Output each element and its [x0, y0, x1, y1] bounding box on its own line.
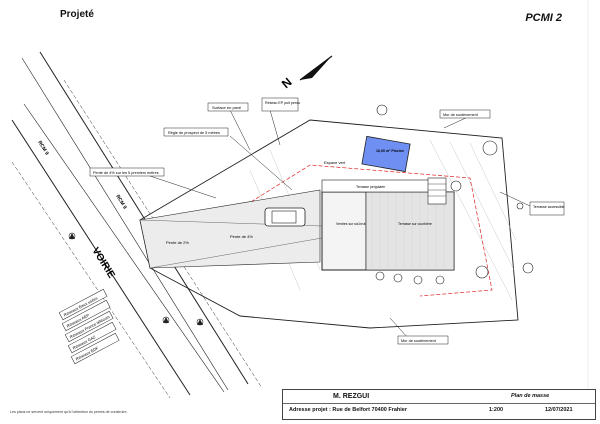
callout-prospect: Règle de prospect de 5 mètres — [163, 127, 229, 137]
title-block-top — [283, 390, 595, 404]
drawing-kind: Plan de masse — [511, 393, 550, 399]
network-legend-box — [64, 310, 114, 343]
slope-2-label: Pente de 2% — [166, 240, 189, 245]
callout-mur-bot: Mur de soutènement — [397, 335, 449, 345]
scale: 1:200 — [489, 407, 504, 413]
north-arrow-icon — [299, 55, 333, 81]
svg-text:Mur de soutènement: Mur de soutènement — [401, 339, 437, 343]
setback-line — [189, 164, 493, 297]
stair — [427, 177, 447, 205]
trees — [375, 104, 534, 285]
network-legend-box — [58, 288, 108, 321]
sheet-code: PCMI 2 — [525, 12, 562, 24]
pool — [361, 135, 411, 173]
house-right-label: Terrasse sur courbière — [398, 222, 432, 226]
callout-mur-top: Mur de soutènement — [439, 109, 491, 119]
callout-terrasse: Terrasse accessible — [529, 201, 565, 216]
house-right-line: Terrasse sur courbière — [398, 222, 432, 226]
svg-text:Pente de 4% sur les 5 premiers: Pente de 4% sur les 5 premiers mètres — [93, 171, 159, 175]
rd-label-2: RCM 9 — [114, 194, 127, 211]
sheet-title: Projeté — [60, 9, 94, 20]
svg-text:Mur de soutènement: Mur de soutènement — [443, 113, 479, 117]
date: 12/07/2021 — [545, 407, 573, 413]
footer-note: Les plans ne servent uniquement qu'à l'o… — [10, 410, 128, 414]
north-label: N — [279, 75, 295, 91]
house-footprint — [321, 191, 455, 271]
callout-pente-4-5m: Pente de 4% sur les 5 premiers mètres — [89, 167, 165, 177]
network-legend-box — [70, 332, 120, 365]
project-address: Adresse projet : Rue de Belfort 70400 Fr… — [289, 407, 407, 413]
house-left-line: Ventres sur sol-brut — [336, 222, 365, 226]
client-name: M. REZGUI — [333, 393, 370, 400]
parcel-boundary — [139, 119, 519, 329]
car-icon — [264, 207, 306, 227]
svg-text:Réseau EP puit perdu: Réseau EP puit perdu — [265, 101, 300, 105]
title-block: M. REZGUI Plan de masse Adresse projet :… — [282, 389, 596, 420]
slope-4-label: Pente de 4% — [230, 234, 253, 239]
pergola-label: Terrasse pergolaée — [356, 185, 385, 189]
road-label: VOIRIE — [89, 246, 116, 281]
callout-reseau-ep: Réseau EP puit perdu — [261, 97, 300, 112]
callout-surface-pave: Surface en pavé — [207, 102, 249, 112]
rd-label: RCM 9 — [36, 140, 49, 157]
driveway — [139, 189, 321, 269]
network-legend-box — [61, 299, 111, 332]
house-left-label: Ventres sur sol-brut — [336, 222, 365, 226]
pool-label: 16,00 m² Piscine — [376, 149, 404, 153]
svg-text:Surface en pavé: Surface en pavé — [212, 105, 242, 110]
svg-text:Terrasse accessible: Terrasse accessible — [533, 205, 565, 209]
svg-text:Règle de prospect de 5 mètres: Règle de prospect de 5 mètres — [168, 131, 220, 135]
network-legend-box — [67, 321, 117, 354]
green-space-label: Espace vert — [324, 160, 346, 165]
